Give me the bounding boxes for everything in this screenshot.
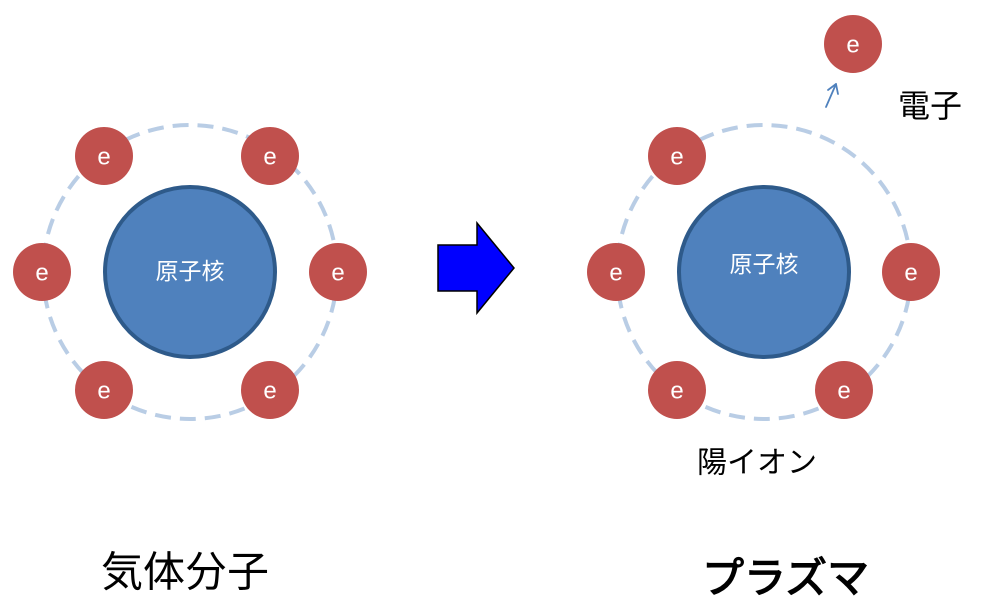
gas-electron: e bbox=[241, 361, 299, 419]
block-arrow-right-icon bbox=[437, 220, 515, 316]
gas-molecule: 原子核 e e e e e e bbox=[13, 123, 367, 421]
free-electron-label: e bbox=[846, 32, 859, 59]
gas-electron: e bbox=[309, 243, 367, 301]
plasma-electron: e bbox=[587, 243, 645, 301]
gas-electron: e bbox=[241, 127, 299, 185]
plasma-electron-label: e bbox=[837, 378, 850, 405]
gas-electron-label: e bbox=[97, 144, 110, 171]
plasma-electron: e bbox=[648, 361, 706, 419]
plasma-electron-label: e bbox=[609, 260, 622, 287]
plasma-electron-label: e bbox=[904, 260, 917, 287]
gas-nucleus bbox=[103, 185, 277, 359]
gas-electron-label: e bbox=[263, 144, 276, 171]
escape-arrow-icon bbox=[825, 83, 839, 108]
gas-electron-label: e bbox=[331, 260, 344, 287]
gas-nucleus-label: 原子核 bbox=[156, 259, 225, 285]
positive-ion-caption: 陽イオン bbox=[697, 446, 817, 481]
plasma-caption: プラズマ bbox=[702, 554, 869, 603]
gas-electron: e bbox=[13, 243, 71, 301]
gas-electron-label: e bbox=[97, 378, 110, 405]
plasma-nucleus bbox=[677, 185, 851, 359]
gas-electron: e bbox=[75, 361, 133, 419]
gas-molecule-caption: 気体分子 bbox=[101, 548, 269, 597]
plasma-electron: e bbox=[882, 243, 940, 301]
free-electron: e bbox=[824, 15, 882, 73]
gas-electron-label: e bbox=[263, 378, 276, 405]
plasma-electron: e bbox=[648, 127, 706, 185]
plasma-electron-label: e bbox=[670, 378, 683, 405]
gas-electron: e bbox=[75, 127, 133, 185]
free-electron-caption: 電子 bbox=[898, 87, 962, 125]
plasma-ion: 原子核 e e e e e bbox=[587, 123, 940, 421]
gas-electron-label: e bbox=[35, 260, 48, 287]
plasma-electron: e bbox=[815, 361, 873, 419]
plasma-nucleus-label: 原子核 bbox=[730, 252, 799, 278]
plasma-electron-label: e bbox=[670, 144, 683, 171]
